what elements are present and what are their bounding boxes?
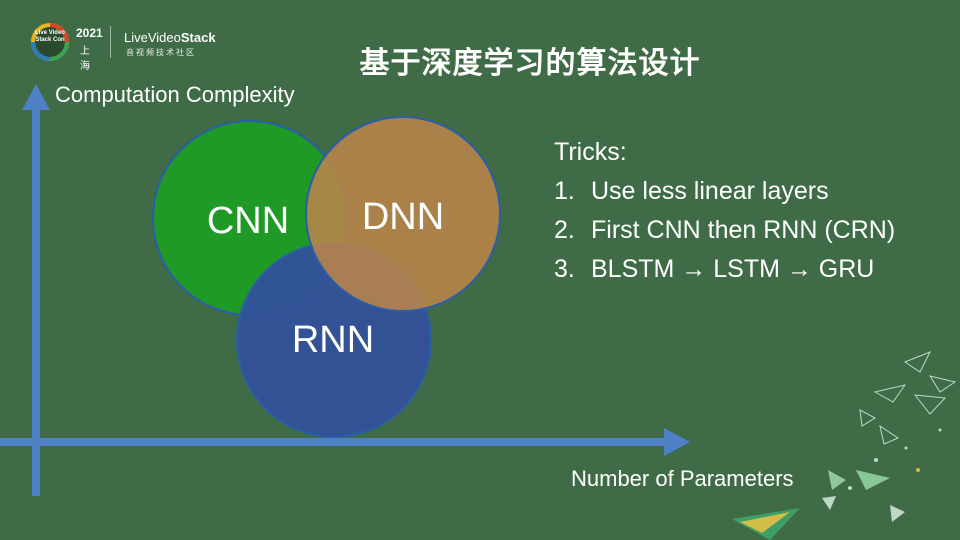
list-item-text: Use less linear layers xyxy=(591,177,829,205)
brand-live: Live xyxy=(124,30,148,45)
x-axis-label: Number of Parameters xyxy=(571,466,794,491)
y-axis-arrow-icon xyxy=(22,84,50,110)
venn-circle-dnn xyxy=(305,116,501,312)
list-item-text: First CNN then RNN (CRN) xyxy=(591,216,896,244)
logo-year: 2021 xyxy=(76,26,103,40)
brand-subtitle: 音视频技术社区 xyxy=(126,48,196,57)
slide-title: 基于深度学习的算法设计 xyxy=(359,47,701,80)
list-item: 1. Use less linear layers xyxy=(554,172,895,211)
brand-name: LiveVideoStack xyxy=(124,30,216,45)
venn-label-rnn: RNN xyxy=(292,319,374,361)
list-item-number: 3. xyxy=(554,255,575,283)
tricks-heading: Tricks: xyxy=(554,138,627,166)
logo-city: 上海 xyxy=(80,46,90,72)
logo-separator xyxy=(110,26,111,58)
y-axis-line xyxy=(32,108,40,496)
y-axis-label: Computation Complexity xyxy=(55,82,295,107)
list-item-number: 1. xyxy=(554,177,575,205)
list-item-text: BLSTM → LSTM → GRU xyxy=(591,255,875,283)
list-item-number: 2. xyxy=(554,216,575,244)
brand-stack: Stack xyxy=(180,30,216,45)
list-item: 2. First CNN then RNN (CRN) xyxy=(554,211,895,250)
list-item: 3. BLSTM → LSTM → GRU xyxy=(554,250,895,289)
decorative-shards-icon xyxy=(732,351,957,540)
x-axis-arrow-icon xyxy=(664,428,690,456)
venn-label-dnn: DNN xyxy=(362,196,444,238)
logo-ring-icon xyxy=(31,23,69,61)
tricks-list: Tricks: 1. Use less linear layers 2. Fir… xyxy=(554,133,895,289)
x-axis-line xyxy=(0,438,666,446)
brand-video: Video xyxy=(147,30,181,45)
logo-ring-text: Live Video Stack Con xyxy=(35,30,65,43)
venn-label-cnn: CNN xyxy=(207,200,289,242)
